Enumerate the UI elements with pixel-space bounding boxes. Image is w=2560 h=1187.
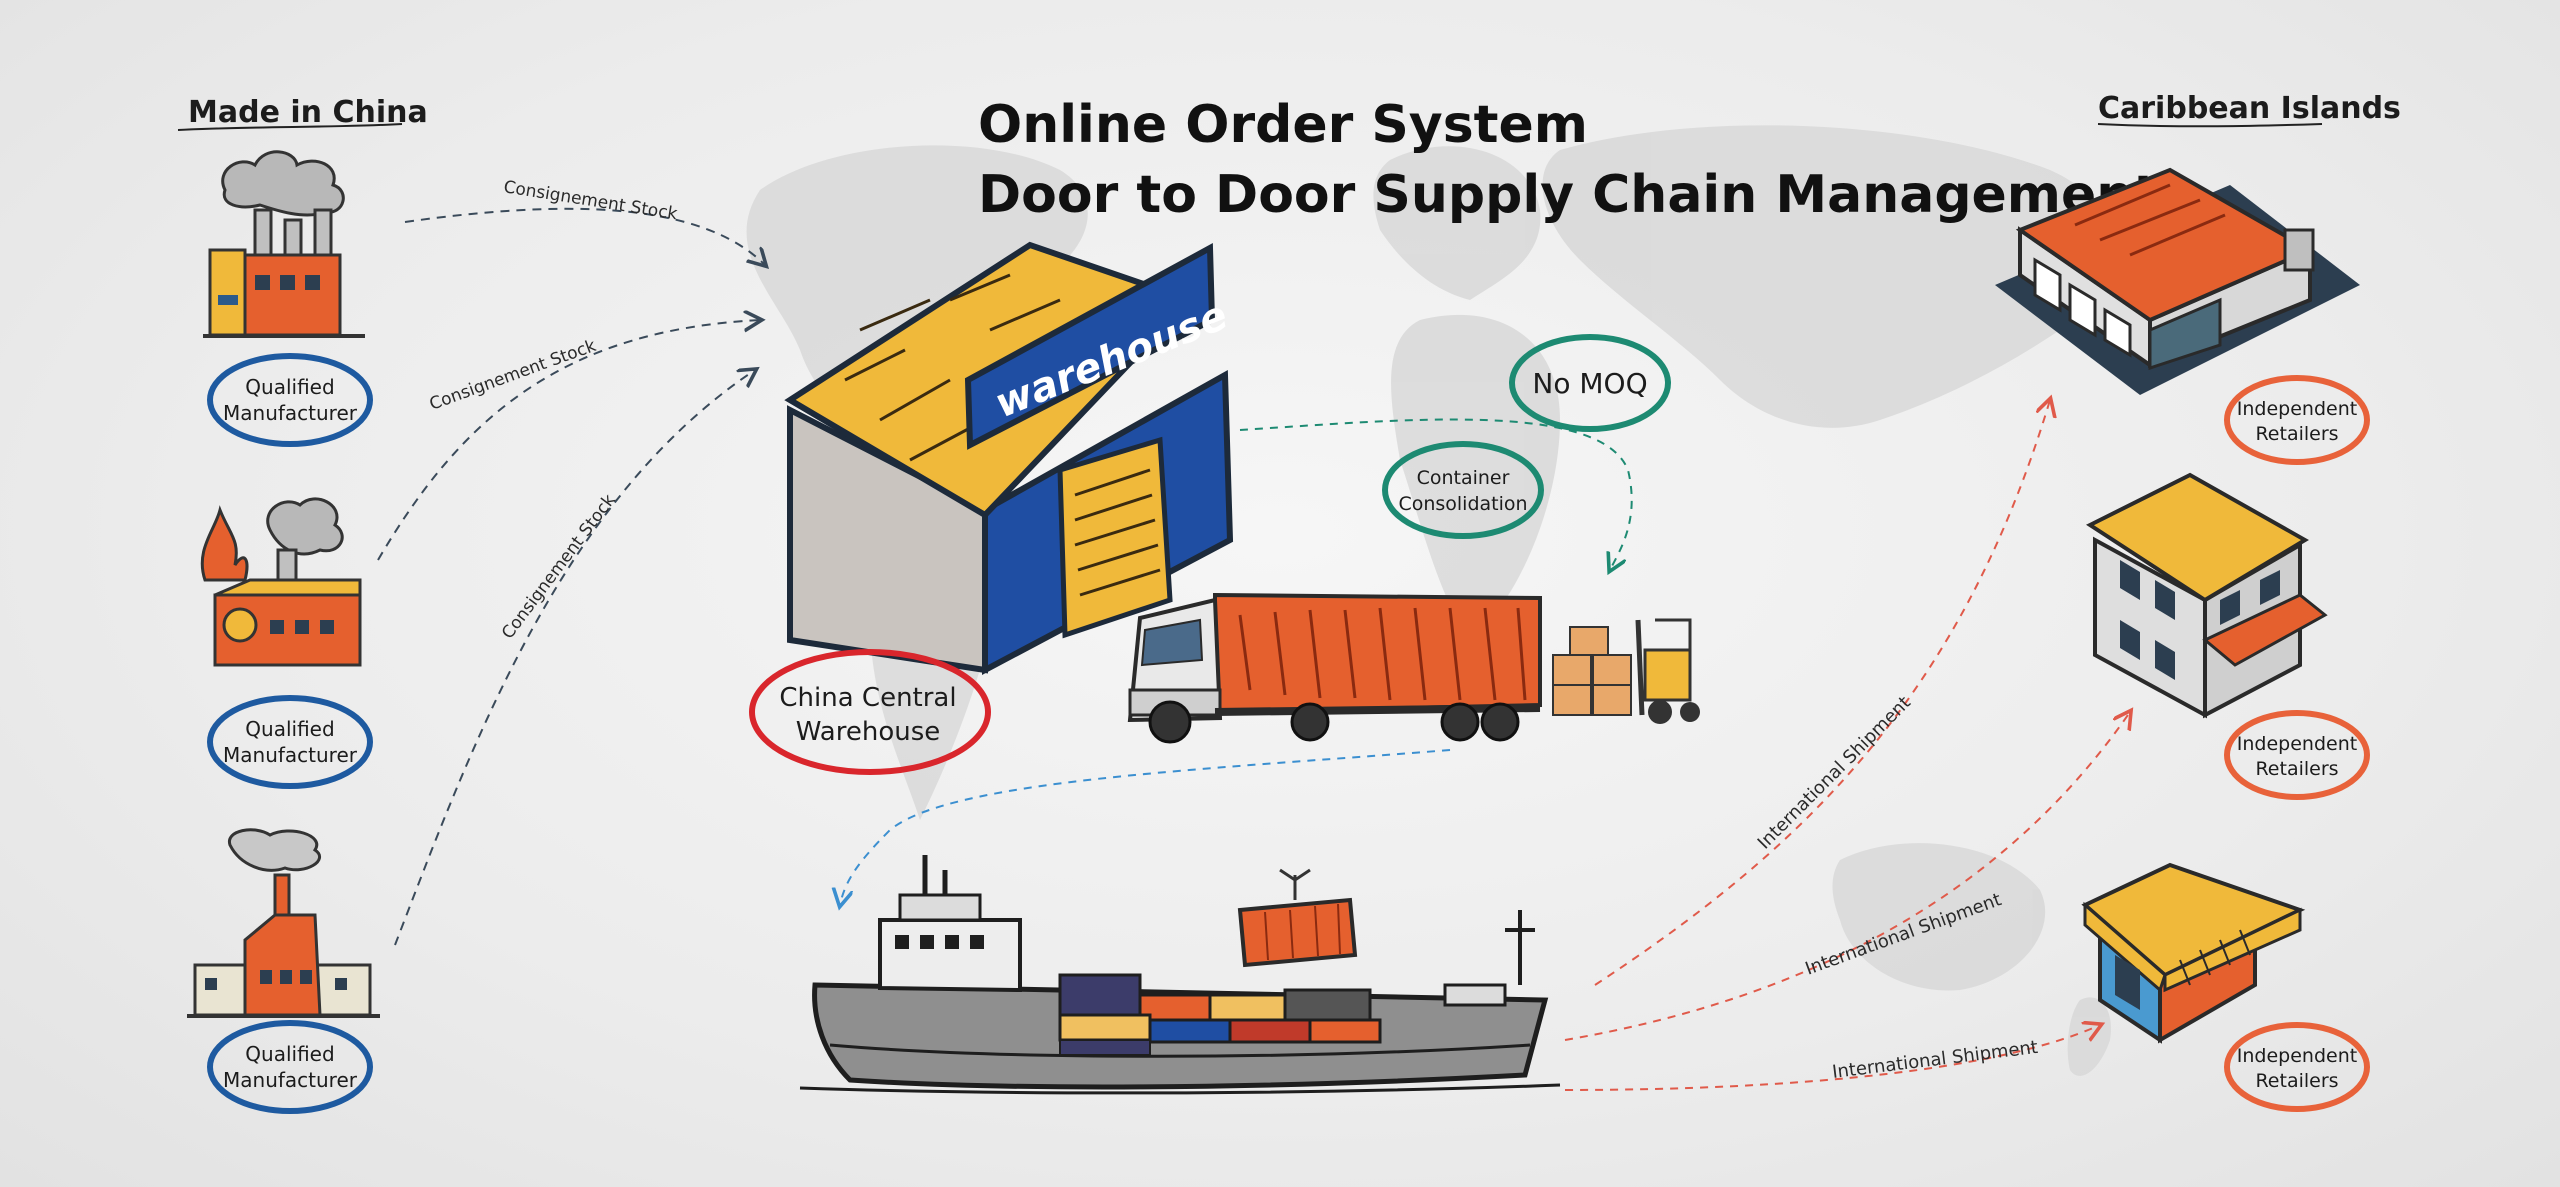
manufacturer-2-line2: Manufacturer — [223, 743, 358, 767]
manufacturer-2-line1: Qualified — [245, 717, 334, 741]
retailer-3-line1: Independent — [2237, 1045, 2357, 1067]
cargo-container-icon — [1237, 868, 1358, 968]
truck-to-ship-arrow — [840, 749, 1451, 905]
title-line-1: Online Order System — [978, 95, 1588, 155]
heading-underline-left — [177, 123, 403, 131]
consignment-flow-arrow — [377, 320, 760, 561]
retailer-3-line2: Retailers — [2255, 1070, 2338, 1092]
consignment-flow-arrow — [394, 370, 755, 946]
retail-store-icon — [1995, 167, 2360, 395]
shipment-label-1: International Shipment — [1754, 692, 1915, 853]
factory-icon — [200, 497, 362, 667]
retailer-2-line1: Independent — [2237, 733, 2357, 755]
retailer-ring-1 — [2224, 375, 2370, 465]
manufacturer-1-line2: Manufacturer — [223, 401, 358, 425]
retailer-1-line1: Independent — [2237, 398, 2357, 420]
manufacturer-ring-2 — [207, 695, 373, 789]
warehouse-building-icon — [784, 241, 1234, 675]
shipment-flow-arrow — [1594, 400, 2050, 986]
shipment-flow-arrow — [1564, 712, 2130, 1041]
title-line-2: Door to Door Supply Chain Management — [978, 165, 2158, 225]
hub-ring — [749, 649, 991, 775]
no-moq-ring — [1509, 334, 1671, 432]
container-consolidation-ring — [1382, 441, 1544, 539]
retailer-2-line2: Retailers — [2255, 758, 2338, 780]
consolidation-flow-arrow — [1239, 418, 1633, 570]
cargo-ship-icon — [799, 855, 1561, 1095]
retailer-ring-2 — [2224, 710, 2370, 800]
consignment-label-1: Consignement Stock — [502, 177, 679, 224]
no-moq-label: No MOQ — [1532, 367, 1647, 400]
shipment-flow-arrow — [1564, 1025, 2100, 1091]
manufacturer-ring-3 — [207, 1020, 373, 1114]
factory-icon — [203, 150, 365, 338]
manufacturer-3-line1: Qualified — [245, 1042, 334, 1066]
consignment-label-3: Consignement Stock — [498, 491, 620, 643]
retailer-ring-3 — [2224, 1022, 2370, 1112]
container-line1: Container — [1417, 467, 1510, 489]
heading-underline-right — [2097, 123, 2323, 128]
shipment-label-3: International Shipment — [1831, 1037, 2039, 1083]
consignment-label-2: Consignement Stock — [427, 336, 599, 415]
truck-icon — [1127, 592, 1542, 744]
factory-icon — [187, 828, 380, 1018]
retail-store-icon — [2085, 472, 2328, 719]
forklift-icon — [1552, 618, 1700, 724]
consignment-flow-arrow — [404, 207, 765, 265]
manufacturer-3-line2: Manufacturer — [223, 1068, 358, 1092]
manufacturer-ring-1 — [207, 353, 373, 447]
manufacturer-1-line1: Qualified — [245, 375, 334, 399]
retail-store-icon — [2081, 862, 2306, 1044]
retailer-1-line2: Retailers — [2255, 423, 2338, 445]
hub-label-line2: Warehouse — [796, 717, 941, 747]
caribbean-islands-heading: Caribbean Islands — [2098, 91, 2401, 126]
container-line2: Consolidation — [1398, 493, 1527, 515]
hub-label-line1: China Central — [779, 683, 956, 713]
